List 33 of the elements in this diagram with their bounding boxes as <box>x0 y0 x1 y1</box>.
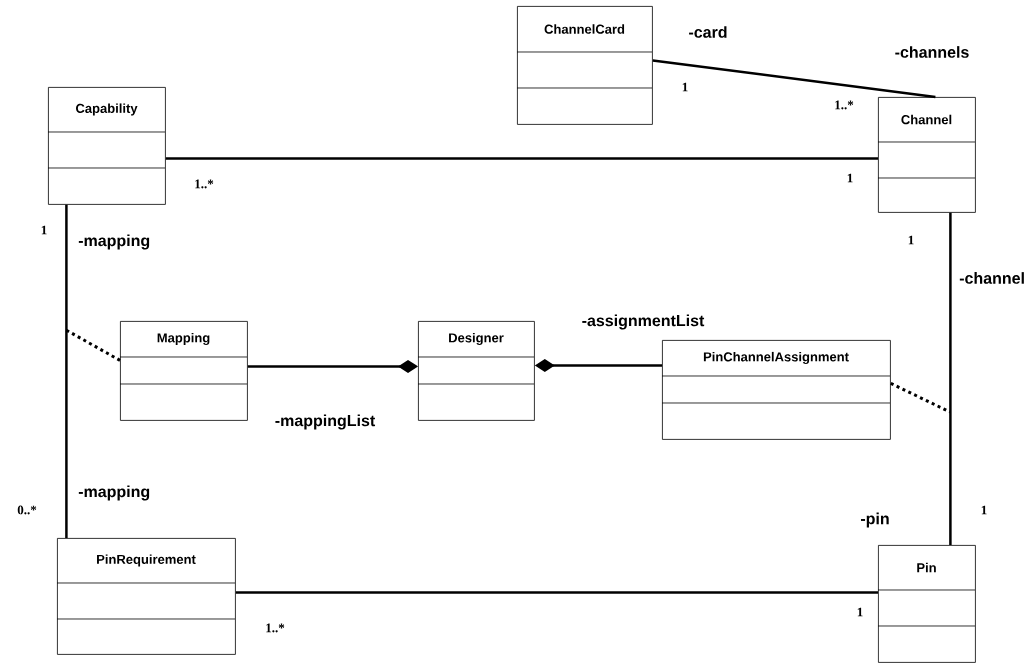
role-name: -pin <box>860 512 889 528</box>
class-box: PinRequirement <box>56 538 236 655</box>
class-box: ChannelCard <box>516 6 653 125</box>
multiplicity-label: 1 <box>908 235 914 245</box>
multiplicity-label: 1..* <box>195 179 214 189</box>
class-box: Designer <box>417 321 535 421</box>
role-name: -channels <box>895 46 969 58</box>
role-name: -mappingList <box>275 414 376 430</box>
class-box: Capability <box>47 87 166 205</box>
dotted-line <box>890 382 951 414</box>
multiplicity-label: 1 <box>857 607 863 617</box>
multiplicity-label: 0..* <box>17 505 37 515</box>
role-name: -mapping <box>78 485 150 501</box>
association-line <box>652 59 936 99</box>
multiplicity-label: 1..* <box>266 623 285 633</box>
association-line <box>235 591 878 594</box>
multiplicity-label: 1 <box>41 225 47 235</box>
association-line <box>165 157 878 160</box>
role-name: -channel <box>959 272 1024 284</box>
dotted-line <box>65 328 121 362</box>
role-name: -assignmentList <box>582 314 705 330</box>
multiplicity-label: 1..* <box>835 100 854 110</box>
class-box: Pin <box>877 545 976 663</box>
multiplicity-label: 1 <box>682 82 688 92</box>
multiplicity-label: 1 <box>847 173 853 183</box>
role-name: -card <box>689 26 727 38</box>
class-box: PinChannelAssignment <box>661 340 891 440</box>
multiplicity-label: 1 <box>981 505 987 515</box>
association-line <box>949 212 952 545</box>
association-line <box>65 204 68 538</box>
class-box: Channel <box>877 97 976 213</box>
class-box: Mapping <box>119 321 248 421</box>
role-name: -mapping <box>78 234 150 250</box>
